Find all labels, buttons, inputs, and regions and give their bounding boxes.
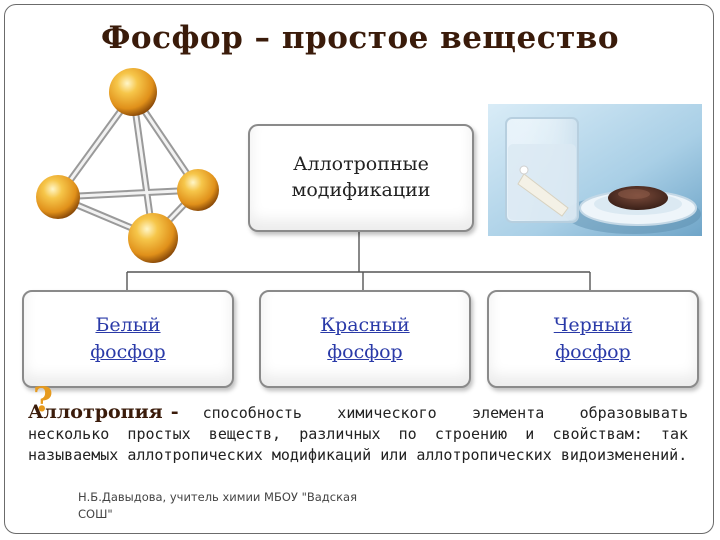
definition-paragraph: Аллотропия-способность химического элеме… bbox=[28, 402, 688, 466]
p4-molecule-image bbox=[36, 68, 219, 263]
atom bbox=[109, 68, 157, 116]
red-phosphorus-box[interactable]: Красный фосфор bbox=[259, 290, 471, 388]
definition-text: способность химического элемента образов… bbox=[28, 404, 688, 464]
question-mark-icon: ? bbox=[33, 380, 53, 420]
atom bbox=[128, 213, 178, 263]
white-phosphorus-box[interactable]: Белый фосфор bbox=[22, 290, 234, 388]
slide-title: Фосфор – простое вещество bbox=[100, 20, 619, 56]
definition-dash: - bbox=[170, 401, 179, 423]
red-phosphorus-link[interactable]: Красный фосфор bbox=[320, 314, 410, 363]
diagram-root-label: Аллотропные модификации bbox=[291, 153, 431, 201]
black-phosphorus-box[interactable]: Черный фосфор bbox=[487, 290, 699, 388]
diagram-root-box: Аллотропные модификации bbox=[248, 124, 474, 232]
atom bbox=[36, 175, 80, 219]
author-credit: Н.Б.Давыдова, учитель химии МБОУ "Вадска… bbox=[78, 490, 357, 521]
white-phosphorus-link[interactable]: Белый фосфор bbox=[90, 314, 166, 363]
definition-term: Аллотропия bbox=[28, 401, 163, 423]
black-phosphorus-link[interactable]: Черный фосфор bbox=[553, 314, 633, 363]
atom bbox=[177, 169, 219, 211]
phosphorus-samples-photo bbox=[488, 104, 702, 236]
